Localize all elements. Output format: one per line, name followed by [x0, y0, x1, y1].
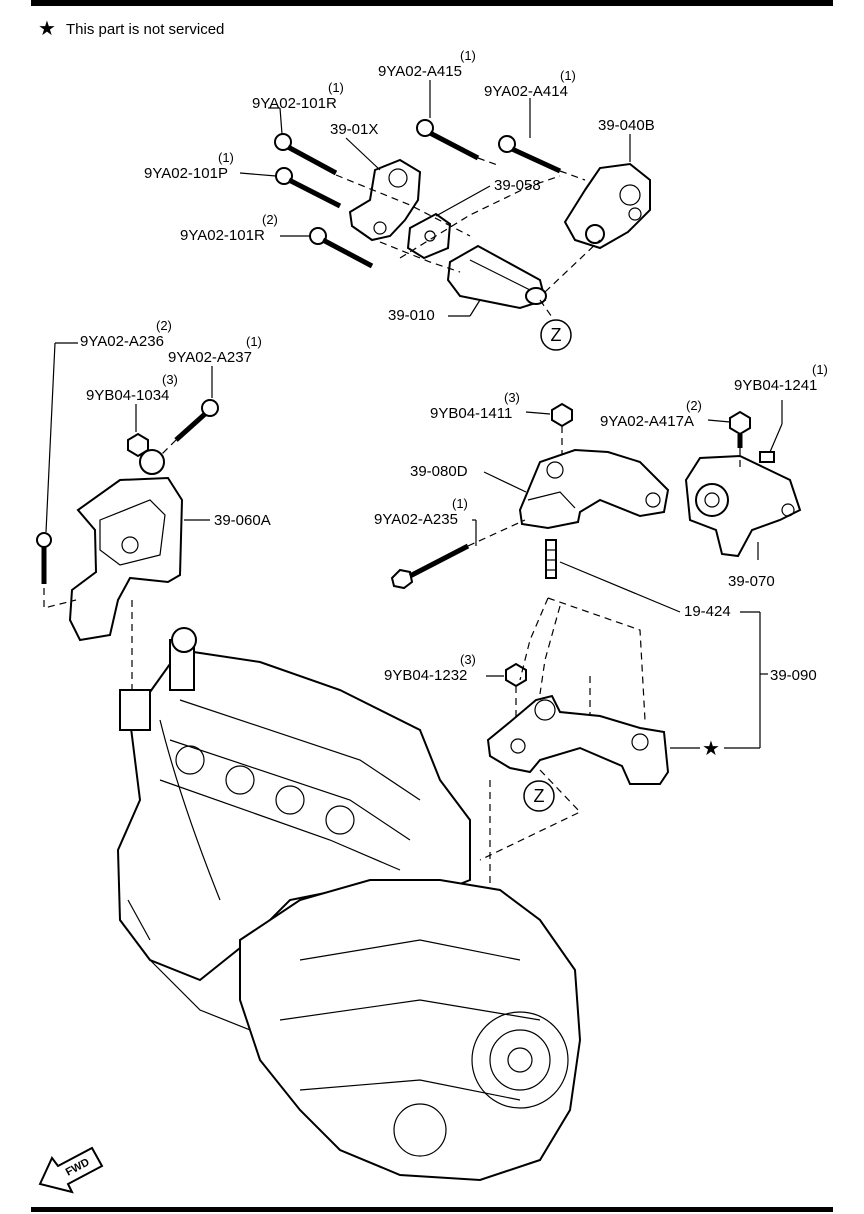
callout-39-080d: 39-080D	[410, 463, 468, 480]
callout-9ya02-a237: (1) 9YA02-A237	[168, 334, 262, 366]
reference-z-top-label: Z	[551, 325, 562, 345]
svg-text:(1): (1)	[560, 68, 576, 83]
callout-9ya02-a235: (1) 9YA02-A235	[374, 496, 468, 528]
svg-text:9YA02-A236: 9YA02-A236	[80, 333, 164, 350]
bolt-9ya02-101r-upper[interactable]	[274, 133, 338, 176]
bottom-border	[31, 1207, 833, 1212]
nut-9yb04-1232[interactable]	[505, 662, 527, 688]
callout-39-040b: 39-040B	[598, 117, 655, 134]
reference-z-top	[540, 319, 572, 351]
svg-text:(1): (1)	[812, 362, 828, 377]
callout-19-424: 19-424	[684, 603, 731, 620]
mount-39-070[interactable]	[684, 454, 802, 558]
callout-39-058: 39-058	[494, 177, 541, 194]
bolt-9ya02-a414[interactable]	[498, 135, 562, 174]
crossmember-star-icon: ★	[702, 738, 720, 760]
svg-text:19-424: 19-424	[684, 603, 731, 620]
bolt-9ya02-a235[interactable]	[390, 543, 470, 590]
bolt-9ya02-a237[interactable]	[174, 399, 219, 442]
upper-mount-group	[274, 119, 651, 310]
svg-text:(1): (1)	[460, 48, 476, 63]
svg-text:39-080D: 39-080D	[410, 463, 468, 480]
bolt-9ya02-a236[interactable]	[36, 532, 52, 584]
svg-text:9YA02-101R: 9YA02-101R	[252, 95, 337, 112]
svg-text:(3): (3)	[460, 652, 476, 667]
note-star-icon: ★	[38, 18, 56, 40]
svg-text:(3): (3)	[504, 390, 520, 405]
note-text: This part is not serviced	[66, 21, 224, 38]
svg-text:9YA02-101P: 9YA02-101P	[144, 165, 228, 182]
svg-text:9YA02-A237: 9YA02-A237	[168, 349, 252, 366]
svg-text:39-090: 39-090	[770, 667, 817, 684]
svg-text:9YB04-1232: 9YB04-1232	[384, 667, 467, 684]
svg-text:(2): (2)	[262, 212, 278, 227]
svg-text:9YA02-A417A: 9YA02-A417A	[600, 413, 694, 430]
nut-9yb04-1411[interactable]	[551, 402, 573, 428]
svg-text:9YA02-A235: 9YA02-A235	[374, 511, 458, 528]
svg-text:39-060A: 39-060A	[214, 512, 271, 529]
callout-9ya02-a414: (1) 9YA02-A414	[484, 68, 576, 100]
svg-text:9YB04-1241: 9YB04-1241	[734, 377, 817, 394]
callout-9yb04-1034: (3) 9YB04-1034	[86, 372, 178, 404]
svg-text:(3): (3)	[162, 372, 178, 387]
callout-9ya02-a236: (2) 9YA02-A236	[80, 318, 172, 350]
clip-9yb04-1241[interactable]	[759, 451, 775, 463]
rubber-mount-39-040b[interactable]	[563, 162, 651, 250]
top-border	[31, 0, 833, 6]
right-mount-group	[390, 402, 802, 590]
svg-text:(2): (2)	[686, 398, 702, 413]
svg-text:(1): (1)	[218, 150, 234, 165]
reference-z-bottom-label: Z	[534, 786, 545, 806]
svg-text:9YA02-A414: 9YA02-A414	[484, 83, 568, 100]
callout-39-01x: 39-01X	[330, 121, 378, 138]
stud-19-424[interactable]	[545, 539, 557, 579]
gasket-39-058[interactable]	[406, 212, 452, 260]
callout-39-090: 39-090	[770, 667, 817, 684]
mount-39-080d[interactable]	[518, 448, 670, 530]
reference-z-bottom	[523, 780, 555, 812]
mount-39-060a[interactable]	[68, 476, 184, 642]
bracket-39-01x[interactable]	[348, 158, 422, 242]
callout-9ya02-a415: (1) 9YA02-A415	[378, 48, 476, 80]
callout-9ya02-101r-lower: (2) 9YA02-101R	[180, 212, 278, 244]
svg-text:(1): (1)	[328, 80, 344, 95]
svg-text:39-040B: 39-040B	[598, 117, 655, 134]
bolt-9ya02-101p[interactable]	[275, 167, 342, 209]
crossmember-39-090	[479, 597, 670, 960]
callout-9yb04-1232: (3) 9YB04-1232	[384, 652, 476, 684]
crossmember-body[interactable]	[486, 694, 670, 785]
svg-text:(2): (2)	[156, 318, 172, 333]
fwd-arrow-icon: FWD	[38, 1146, 104, 1194]
callout-9yb04-1241: (1) 9YB04-1241	[734, 362, 828, 394]
left-mount-group	[36, 399, 219, 690]
callout-39-010: 39-010	[388, 307, 435, 324]
callout-9ya02-a417a: (2) 9YA02-A417A	[600, 398, 702, 430]
callout-9ya02-101r-upper: (1) 9YA02-101R	[252, 80, 344, 112]
svg-text:9YB04-1411: 9YB04-1411	[430, 405, 512, 422]
bolt-9ya02-a417a[interactable]	[729, 410, 751, 448]
engine-assembly-illustration	[116, 627, 582, 1182]
callout-39-070: 39-070	[728, 573, 775, 590]
svg-text:39-070: 39-070	[728, 573, 775, 590]
svg-text:9YA02-A415: 9YA02-A415	[378, 63, 462, 80]
callout-9ya02-101p: (1) 9YA02-101P	[144, 150, 234, 182]
bolt-9ya02-a415[interactable]	[416, 119, 480, 161]
svg-text:39-010: 39-010	[388, 307, 435, 324]
svg-text:9YA02-101R: 9YA02-101R	[180, 227, 265, 244]
callout-9yb04-1411: (3) 9YB04-1411	[430, 390, 520, 422]
callout-39-060a: 39-060A	[214, 512, 271, 529]
svg-text:9YB04-1034: 9YB04-1034	[86, 387, 169, 404]
svg-text:(1): (1)	[246, 334, 262, 349]
svg-text:39-01X: 39-01X	[330, 121, 378, 138]
svg-text:(1): (1)	[452, 496, 468, 511]
svg-text:39-058: 39-058	[494, 177, 541, 194]
